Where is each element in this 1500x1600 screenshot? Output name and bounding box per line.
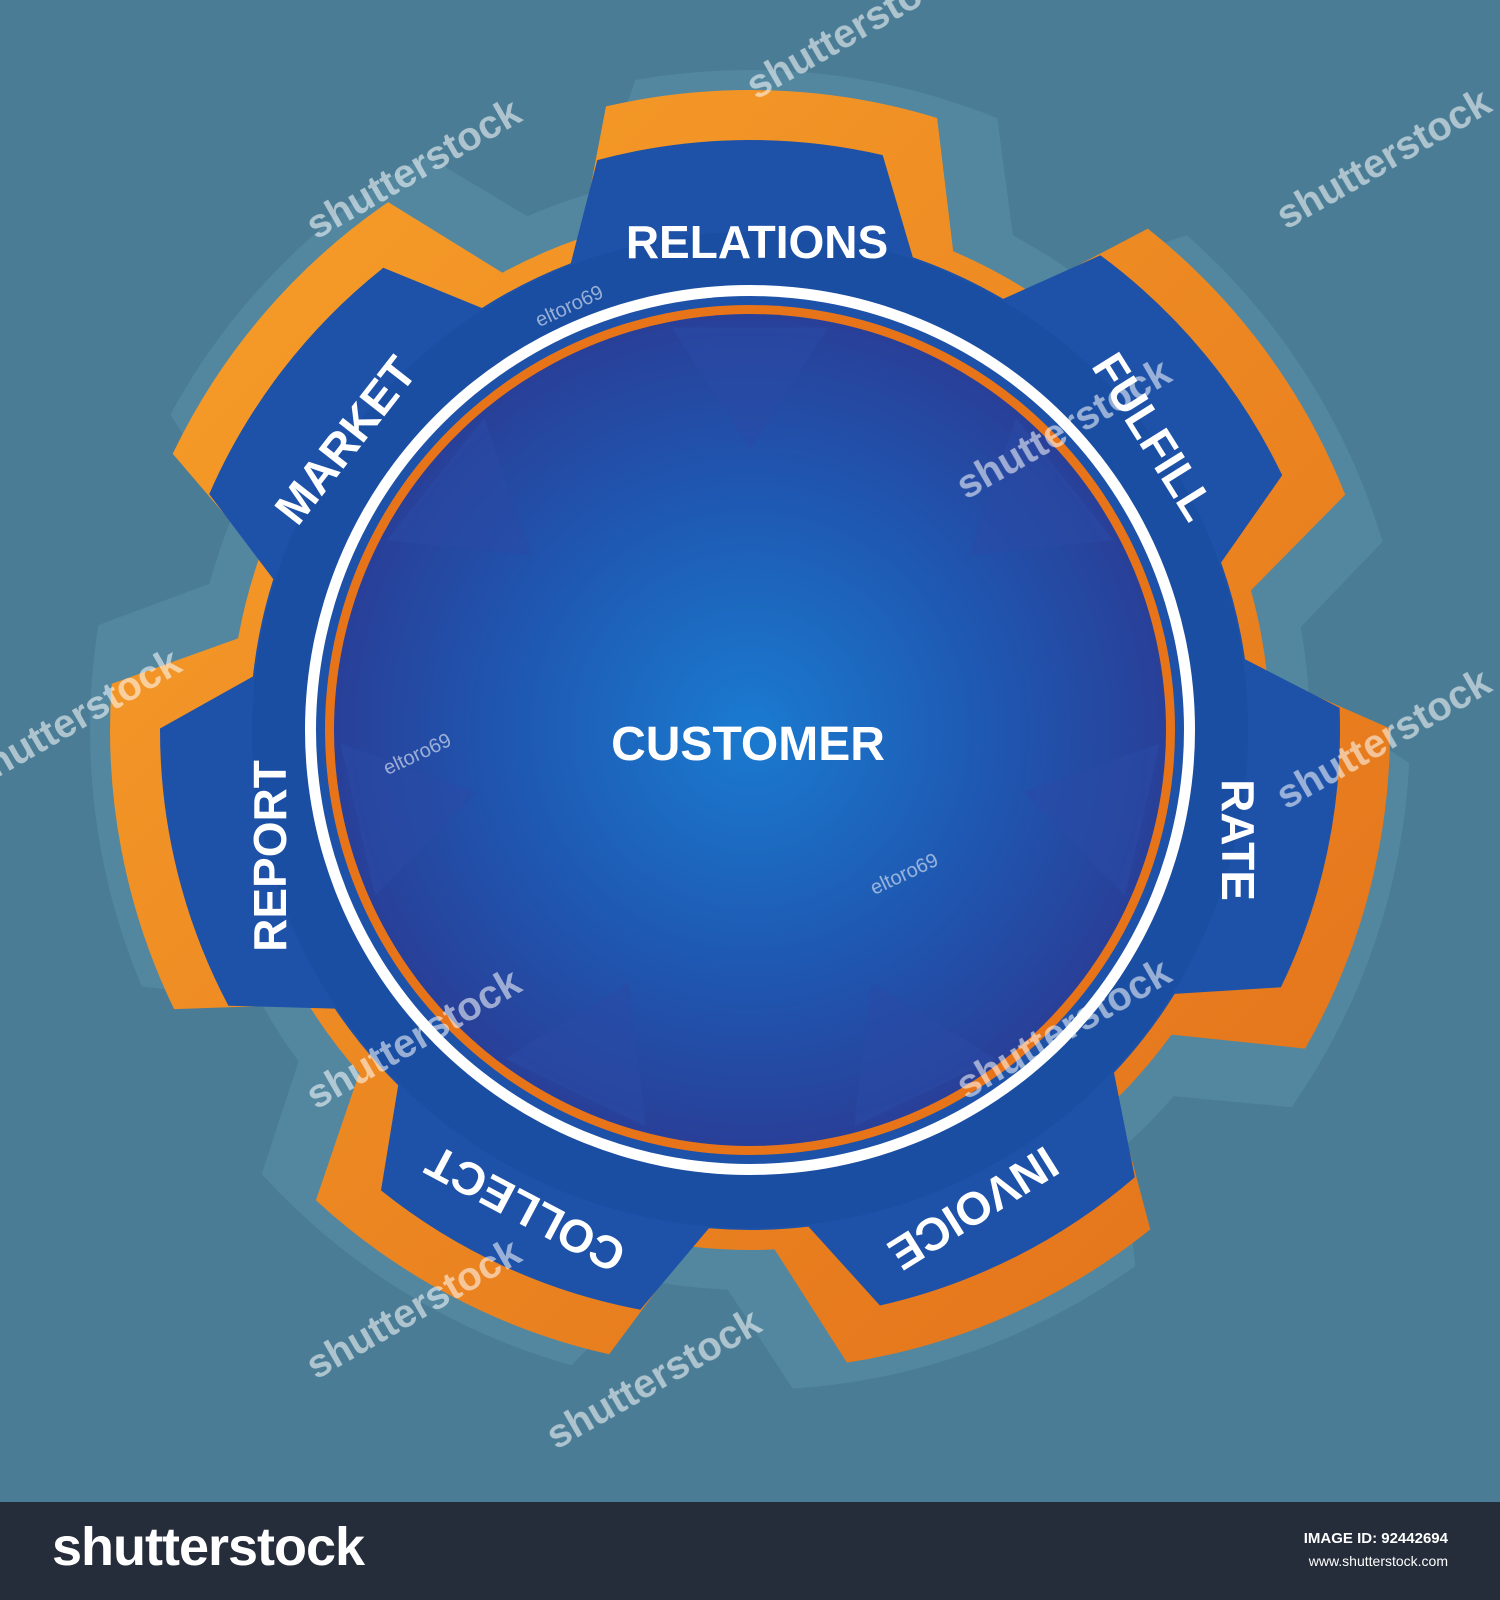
- footer-url: www.shutterstock.com: [1308, 1553, 1448, 1569]
- footer-logo: shutterstock: [52, 1517, 365, 1577]
- inward-arrow: [671, 327, 829, 450]
- inward-arrow: [1023, 743, 1160, 896]
- inward-arrow: [968, 417, 1114, 556]
- label-rate: RATE: [1212, 779, 1264, 901]
- gear-diagram: RELATIONS FULFILL RATE INVOICE COLLECT R…: [0, 0, 1500, 1458]
- label-report: REPORT: [244, 760, 296, 952]
- center-disc: [334, 314, 1166, 1146]
- inward-arrow: [386, 417, 532, 556]
- image-id: IMAGE ID: 92442694: [1303, 1530, 1448, 1547]
- footer-meta: IMAGE ID: 92442694 www.shutterstock.com: [1304, 1530, 1448, 1569]
- center-label: CUSTOMER: [611, 718, 885, 771]
- inward-arrow: [854, 982, 996, 1127]
- footer-bar: shutterstock IMAGE ID: 92442694 www.shut…: [0, 1502, 1500, 1600]
- label-relations: RELATIONS: [626, 216, 888, 268]
- inward-arrows: [340, 327, 1160, 1127]
- inward-arrow: [504, 982, 646, 1127]
- inward-arrow: [340, 743, 477, 896]
